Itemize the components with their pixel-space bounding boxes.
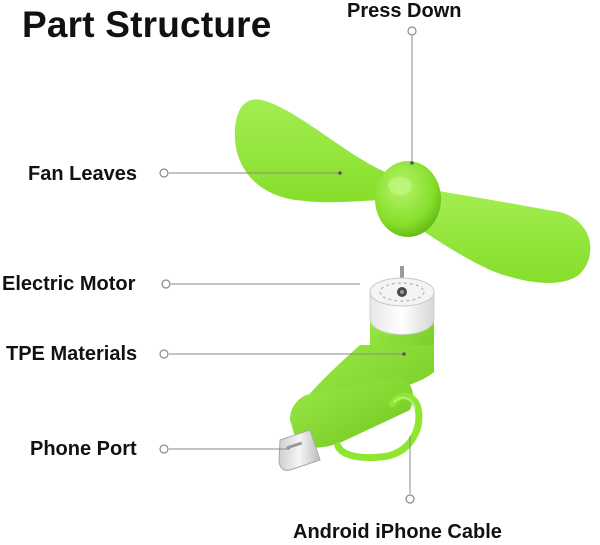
label-tpe-materials: TPE Materials <box>6 343 138 365</box>
fan-hub <box>375 161 441 237</box>
android-iphone-cable <box>334 392 423 462</box>
label-electric-motor: Electric Motor <box>2 273 136 295</box>
left-fan-leaf <box>234 99 395 203</box>
page-title: Part Structure <box>22 4 272 45</box>
phone-port-connector <box>278 429 321 471</box>
right-fan-leaf <box>410 190 591 283</box>
label-phone-port: Phone Port <box>30 438 137 460</box>
leader-end-dots <box>338 161 414 356</box>
leader-lines <box>169 36 413 494</box>
label-fan-leaves: Fan Leaves <box>28 163 137 185</box>
leader-dots <box>159 26 417 504</box>
plug-body <box>290 377 414 448</box>
label-android-iphone-cable: Android iPhone Cable <box>293 521 502 543</box>
label-press-down: Press Down <box>347 0 462 22</box>
